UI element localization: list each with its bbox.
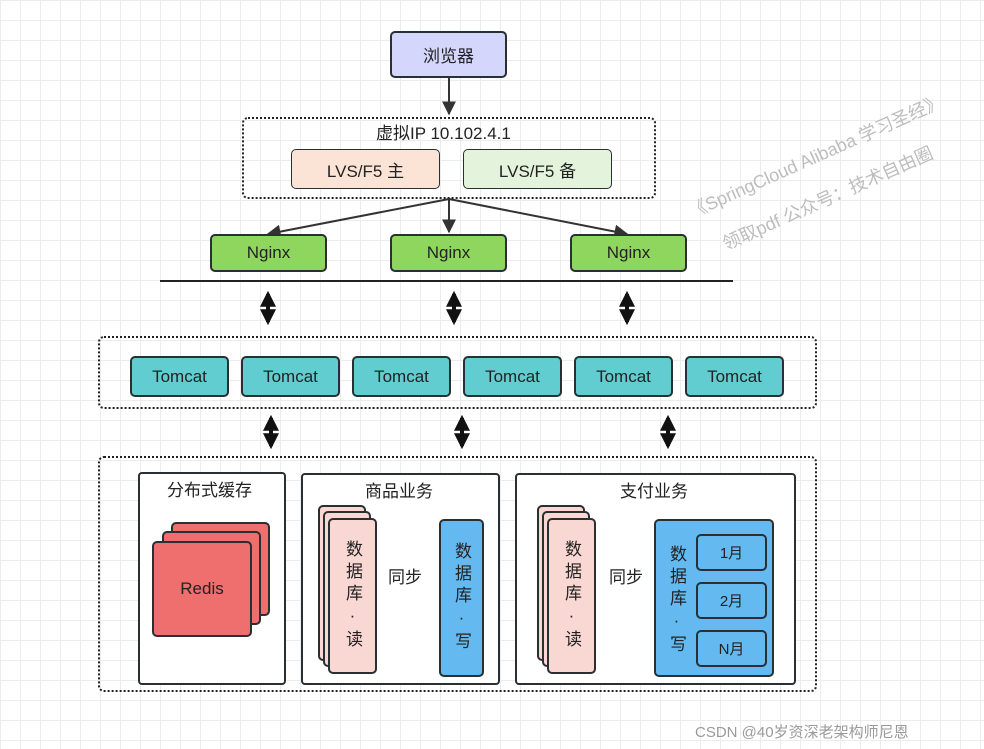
partition-jan: 1月 — [696, 534, 767, 571]
partition-n: N月 — [696, 630, 767, 667]
tomcat-node-4: Tomcat — [463, 356, 562, 397]
tomcat-label: Tomcat — [374, 366, 429, 386]
cache-title: 分布式缓存 — [167, 481, 252, 500]
payment-title: 支付业务 — [620, 482, 688, 501]
browser-node: 浏览器 — [390, 31, 507, 78]
vip-label: 虚拟IP 10.102.4.1 — [376, 124, 511, 143]
nginx-label: Nginx — [246, 243, 291, 262]
tomcat-node-1: Tomcat — [130, 356, 229, 397]
payment-db-read-label: 数据库·读 — [562, 540, 581, 652]
tomcat-node-5: Tomcat — [574, 356, 673, 397]
lvs-primary-label: LVS/F5 主 — [326, 161, 405, 181]
redis-node: Redis — [152, 541, 252, 637]
tomcat-label: Tomcat — [485, 366, 540, 386]
tomcat-label: Tomcat — [596, 366, 651, 386]
nginx-node-2: Nginx — [390, 234, 507, 272]
footer-credit: CSDN @40岁资深老架构师尼恩 — [695, 724, 909, 741]
tomcat-node-6: Tomcat — [685, 356, 784, 397]
product-sync-label: 同步 — [388, 568, 422, 587]
product-db-read: 数据库·读 — [328, 518, 377, 674]
vip-group — [242, 117, 656, 199]
tomcat-node-3: Tomcat — [352, 356, 451, 397]
tomcat-label: Tomcat — [707, 366, 762, 386]
partition-label: 1月 — [719, 545, 744, 562]
product-db-write: 数据库·写 — [439, 519, 484, 677]
tomcat-label: Tomcat — [152, 366, 207, 386]
partition-label: N月 — [718, 641, 745, 658]
lvs-primary-node: LVS/F5 主 — [291, 149, 440, 189]
product-db-write-label: 数据库·写 — [452, 542, 471, 654]
payment-db-write-label: 数据库·写 — [667, 545, 686, 657]
nginx-node-3: Nginx — [570, 234, 687, 272]
partition-label: 2月 — [719, 593, 744, 610]
redis-label: Redis — [180, 579, 224, 598]
product-db-read-label: 数据库·读 — [343, 540, 362, 652]
lvs-backup-node: LVS/F5 备 — [463, 149, 612, 189]
lvs-backup-label: LVS/F5 备 — [498, 161, 577, 181]
services-group — [98, 456, 817, 692]
arrow-vip-to-nginx-1 — [266, 198, 450, 239]
tomcat-label: Tomcat — [263, 366, 318, 386]
payment-db-read: 数据库·读 — [547, 518, 596, 674]
tomcat-node-2: Tomcat — [241, 356, 340, 397]
partition-feb: 2月 — [696, 582, 767, 619]
payment-sync-label: 同步 — [609, 568, 643, 587]
nginx-node-1: Nginx — [210, 234, 327, 272]
nginx-label: Nginx — [426, 243, 471, 262]
browser-label: 浏览器 — [423, 47, 474, 66]
nginx-label: Nginx — [606, 243, 651, 262]
product-title: 商品业务 — [365, 482, 433, 501]
arrow-vip-to-nginx-3 — [448, 198, 629, 239]
tomcat-group — [98, 336, 817, 409]
